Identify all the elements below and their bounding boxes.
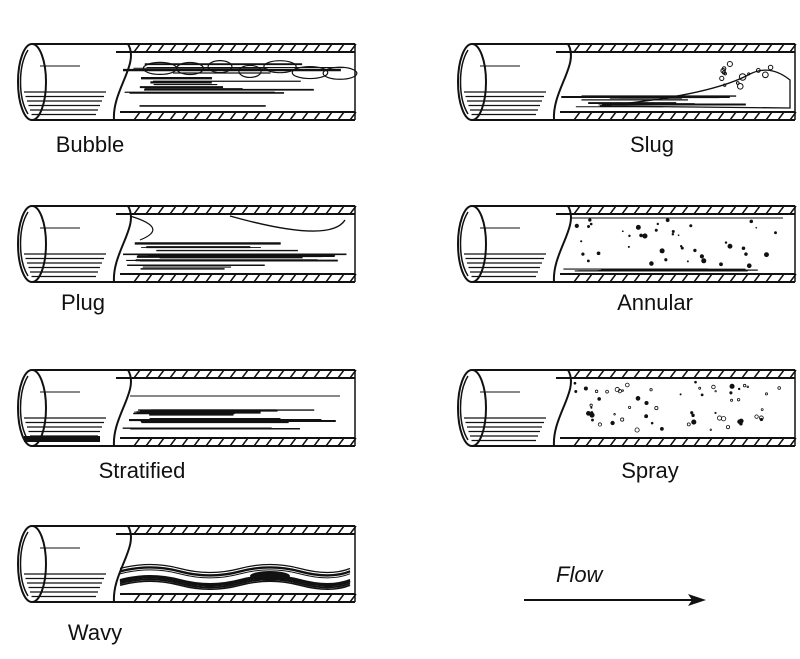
- pipe-annular-illustration: [457, 205, 797, 283]
- pattern-plug: Plug: [10, 198, 370, 328]
- pipe-stratified-illustration: [17, 369, 357, 447]
- flow-arrow-icon: [524, 594, 706, 606]
- pipe-plug-illustration: [17, 205, 357, 283]
- pipe-spray-illustration: [457, 369, 797, 447]
- pattern-wavy: Wavy: [10, 518, 370, 648]
- pipe-wavy-illustration: [17, 525, 357, 603]
- pattern-label-bubble: Bubble: [55, 132, 125, 157]
- pattern-label-spray: Spray: [621, 458, 679, 483]
- pattern-slug: Slug: [450, 36, 800, 166]
- pattern-label-wavy: Wavy: [67, 620, 123, 645]
- pattern-spray: Spray: [450, 362, 800, 492]
- pattern-label-annular: Annular: [617, 290, 693, 315]
- pattern-label-plug: Plug: [60, 290, 106, 315]
- pattern-stratified: Stratified: [10, 362, 370, 492]
- flow-label: Flow: [556, 562, 603, 587]
- pattern-annular: Annular: [450, 198, 800, 328]
- pipe-slug-illustration: [457, 43, 797, 121]
- pattern-label-stratified: Stratified: [98, 458, 186, 483]
- pipe-bubble-illustration: [17, 43, 358, 121]
- pattern-bubble: Bubble: [10, 36, 370, 166]
- pattern-label-slug: Slug: [629, 132, 675, 157]
